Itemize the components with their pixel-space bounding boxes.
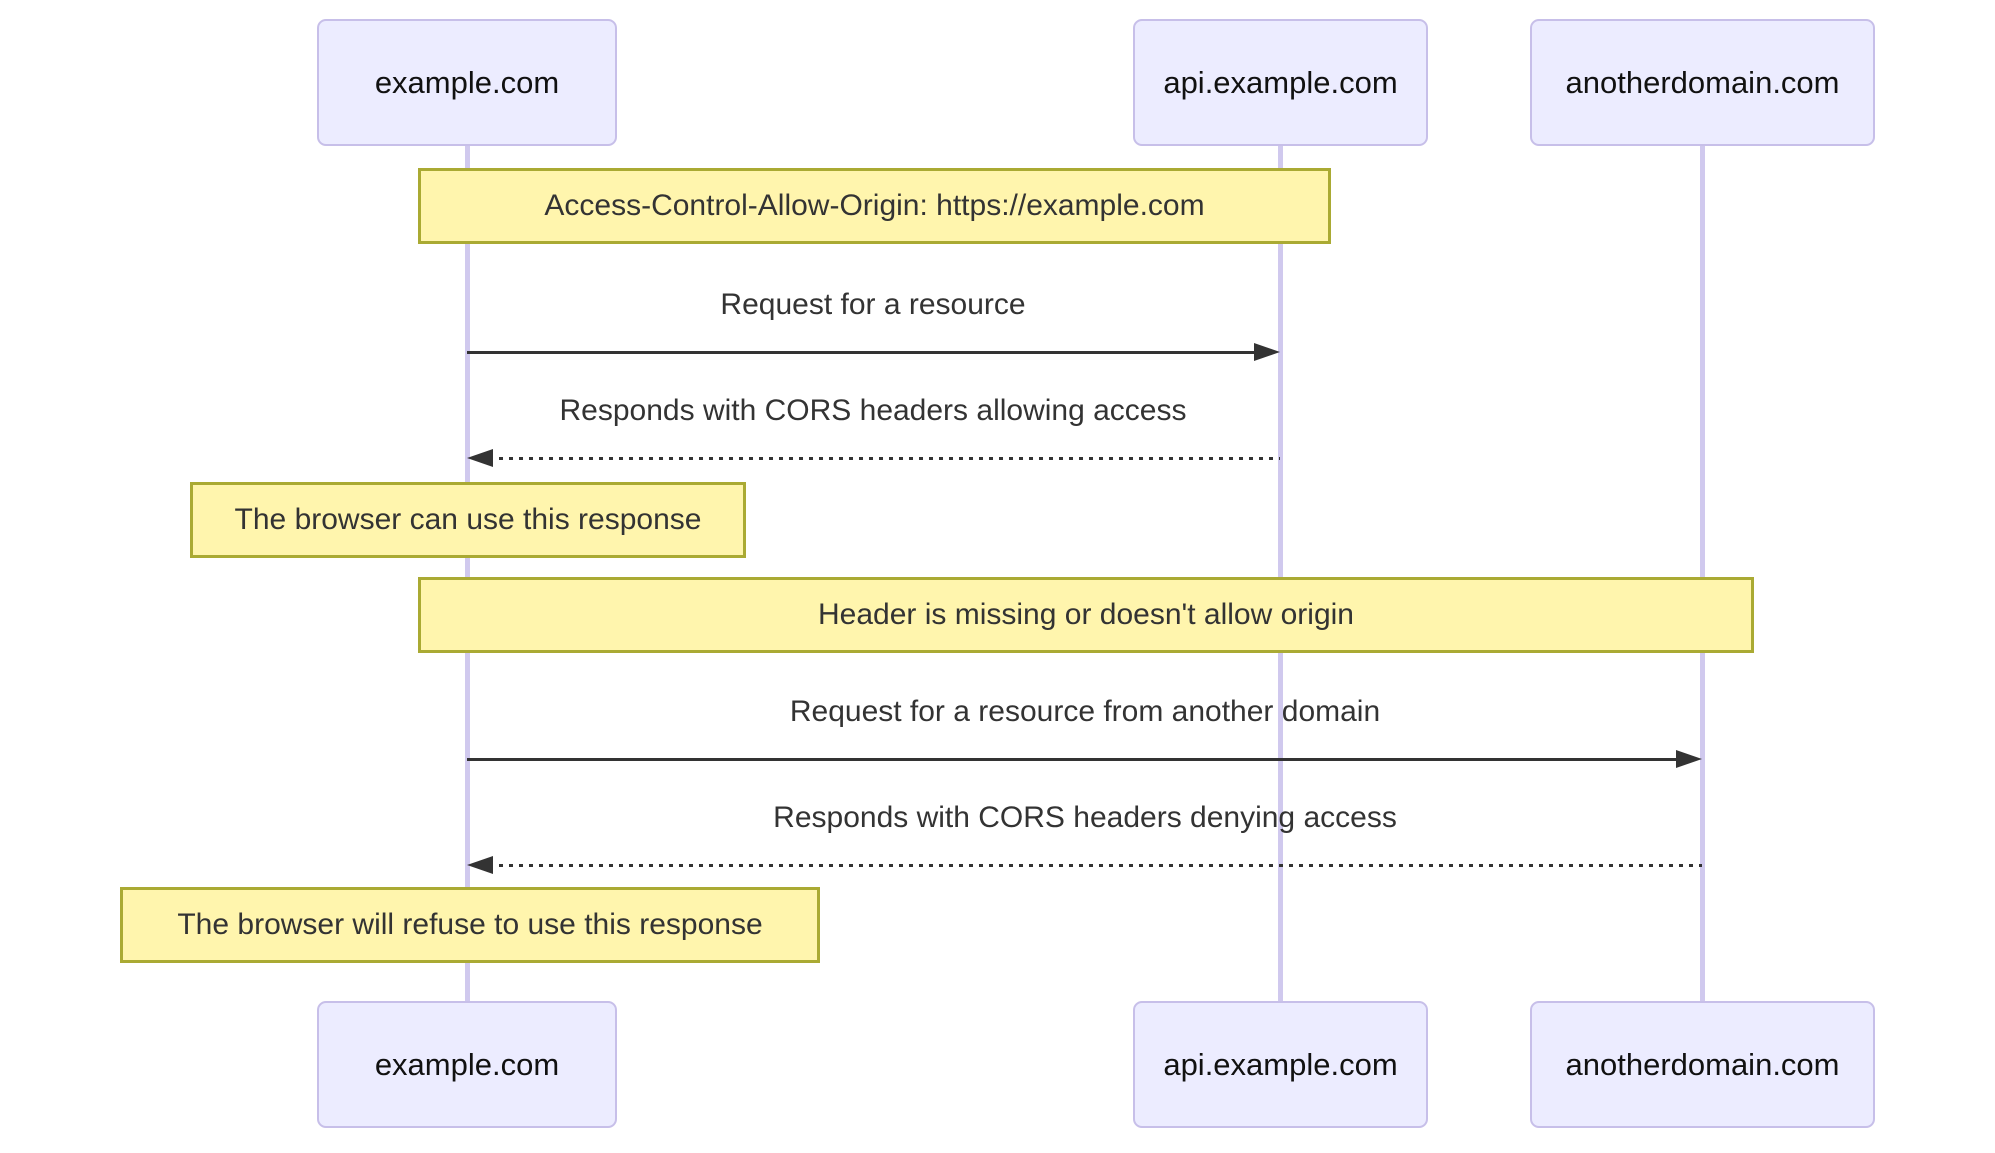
note-label: The browser will refuse to use this resp…: [177, 908, 763, 941]
message-line-responds-denying: [489, 864, 1702, 867]
note-access-control-allow-origin: Access-Control-Allow-Origin: https://exa…: [418, 168, 1331, 244]
actor-label: api.example.com: [1163, 64, 1398, 100]
actor-bottom-example-com: example.com: [317, 1001, 617, 1128]
note-browser-can-use-response: The browser can use this response: [190, 482, 746, 558]
actor-label: anotherdomain.com: [1565, 64, 1840, 100]
arrowhead-right-icon: [1676, 750, 1702, 768]
note-browser-refuses-response: The browser will refuse to use this resp…: [120, 887, 820, 963]
lifeline-example-com: [465, 146, 470, 1002]
message-label-responds-allowing: Responds with CORS headers allowing acce…: [559, 394, 1187, 427]
lifeline-anotherdomain-com: [1700, 146, 1705, 1002]
message-label-request-resource: Request for a resource: [720, 288, 1026, 321]
arrowhead-left-icon: [467, 856, 493, 874]
message-label-request-another-domain: Request for a resource from another doma…: [789, 695, 1381, 728]
arrowhead-right-icon: [1254, 343, 1280, 361]
note-header-missing: Header is missing or doesn't allow origi…: [418, 577, 1754, 653]
actor-top-anotherdomain-com: anotherdomain.com: [1530, 19, 1875, 146]
actor-top-api-example-com: api.example.com: [1133, 19, 1428, 146]
message-line-request-another-domain: [467, 758, 1692, 761]
lifeline-api-example-com: [1278, 146, 1283, 1002]
message-line-request-resource: [467, 351, 1270, 354]
message-label-responds-denying: Responds with CORS headers denying acces…: [773, 801, 1397, 834]
actor-label: example.com: [374, 64, 560, 100]
actor-label: example.com: [374, 1046, 560, 1082]
message-line-responds-allowing: [489, 457, 1280, 460]
actor-top-example-com: example.com: [317, 19, 617, 146]
note-label: The browser can use this response: [234, 503, 702, 536]
actor-label: anotherdomain.com: [1565, 1046, 1840, 1082]
note-label: Header is missing or doesn't allow origi…: [818, 598, 1354, 631]
note-label: Access-Control-Allow-Origin: https://exa…: [544, 189, 1205, 222]
actor-bottom-api-example-com: api.example.com: [1133, 1001, 1428, 1128]
arrowhead-left-icon: [467, 449, 493, 467]
actor-bottom-anotherdomain-com: anotherdomain.com: [1530, 1001, 1875, 1128]
actor-label: api.example.com: [1163, 1046, 1398, 1082]
